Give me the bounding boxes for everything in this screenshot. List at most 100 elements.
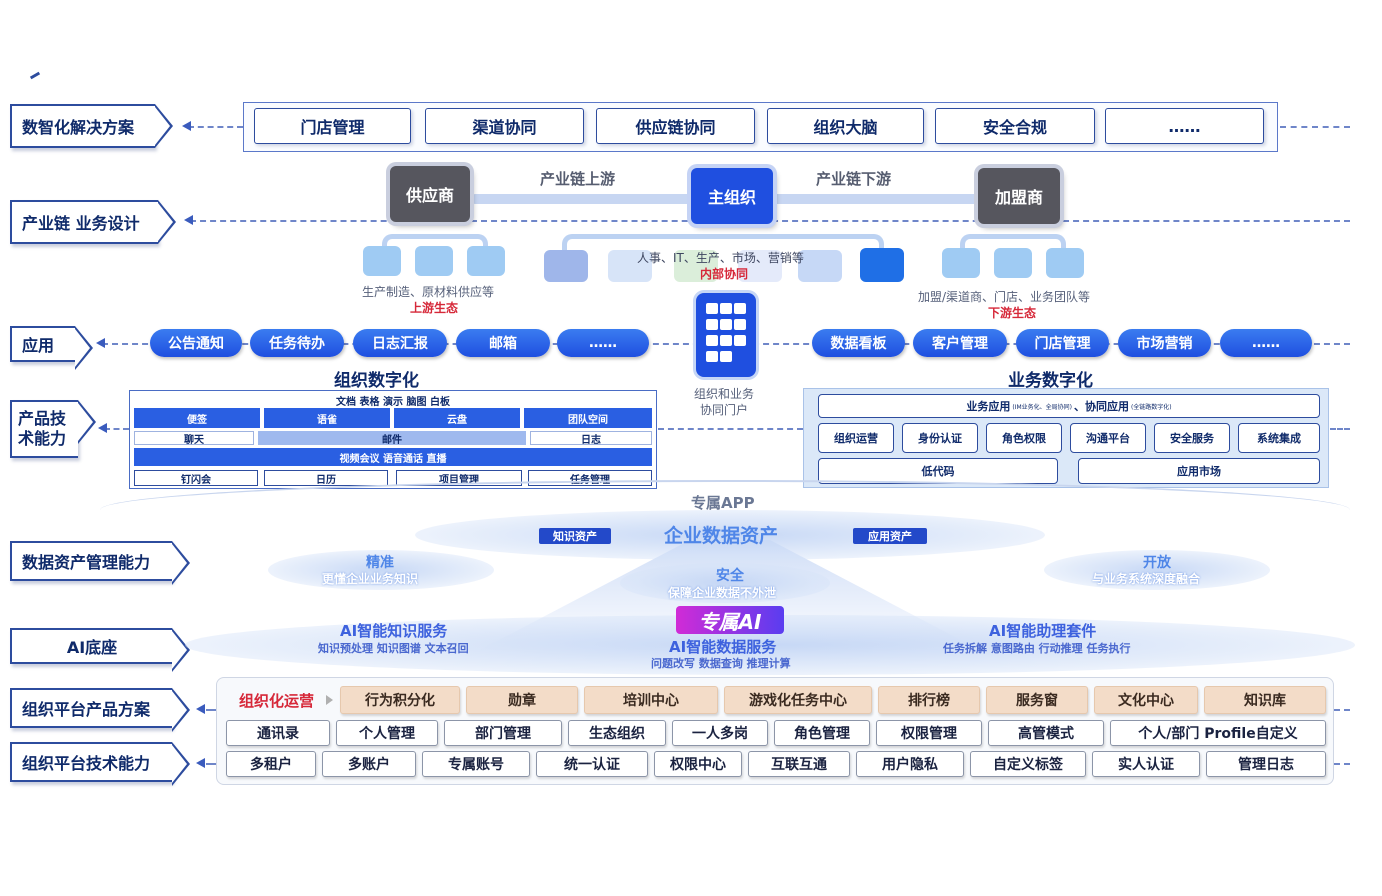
dash-line-platform (206, 709, 216, 711)
biz-org-operation: 组织运营 (818, 423, 894, 453)
biz-security-service: 安全服务 (1154, 423, 1230, 453)
dash-line-product-tech (104, 428, 129, 430)
dash-line-solution (188, 126, 243, 128)
prod-exec-mode: 高管模式 (988, 720, 1104, 746)
downstream-label: 产业链下游 (816, 170, 892, 188)
franchise-node: 加盟商 (978, 168, 1060, 224)
internal-node-6 (860, 248, 904, 282)
internal-node-5 (798, 250, 842, 282)
upstream-tree-line (382, 234, 488, 254)
tech-real-name: 实人认证 (1092, 751, 1200, 777)
app-todo: 任务待办 (250, 329, 344, 357)
internal-desc: 人事、IT、生产、市场、营销等 (637, 251, 804, 265)
ai-data-desc: 问题改写 数据查询 推理计算 (651, 657, 791, 670)
app-marketing: 市场营销 (1118, 329, 1211, 357)
tech-unified-auth: 统一认证 (536, 751, 648, 777)
exclusive-ai-badge: 专属AI (676, 606, 784, 634)
ai-knowledge-title: AI智能知识服务 (340, 622, 448, 640)
org-cell-cloud: 云盘 (394, 408, 520, 428)
upstream-node-3 (467, 246, 505, 276)
corner-mark (29, 71, 41, 80)
supplier-node: 供应商 (390, 166, 470, 222)
app-log-report: 日志汇报 (353, 329, 447, 357)
upstream-desc: 生产制造、原材料供应等 (362, 285, 495, 299)
downstream-tree-line (960, 234, 1066, 254)
arrow-platform (196, 704, 205, 714)
solution-security: 安全合规 (935, 108, 1095, 144)
app-store: 门店管理 (1016, 329, 1109, 357)
upstream-node-2 (415, 246, 453, 276)
portal-label-1: 组织和业务 (694, 387, 755, 401)
downstream-node-3 (1046, 248, 1084, 278)
ai-assistant-title: AI智能助理套件 (989, 622, 1097, 640)
operation-arrow-icon (326, 695, 333, 705)
op-behavior-points: 行为积分化 (340, 686, 460, 714)
prod-personal: 个人管理 (336, 720, 438, 746)
open-ellipse (1044, 550, 1270, 590)
solution-org-brain: 组织大脑 (767, 108, 924, 144)
org-digital-title: 组织数字化 (334, 371, 419, 391)
tech-multi-tenant: 多租户 (226, 751, 316, 777)
tech-mgmt-log: 管理日志 (1206, 751, 1326, 777)
org-cell-dingshan: 钉闪会 (134, 470, 258, 486)
tech-custom-tags: 自定义标签 (970, 751, 1086, 777)
upstream-node-1 (363, 246, 401, 276)
prod-eco-org: 生态组织 (568, 720, 666, 746)
solution-supply-chain: 供应链协同 (596, 108, 755, 144)
open-title: 开放 (1143, 555, 1171, 571)
portal-phone-icon (696, 293, 756, 377)
dash-line-solution-right (1280, 126, 1350, 128)
biz-app-market: 应用市场 (1078, 458, 1320, 484)
org-cell-mail: 邮件 (258, 431, 526, 446)
op-knowledge-base: 知识库 (1204, 686, 1326, 714)
enterprise-asset-ellipse (415, 510, 1045, 560)
precise-desc: 更懂企业业务知识 (322, 572, 419, 586)
downstream-desc: 加盟/渠道商、门店、业务团队等 (918, 290, 1091, 304)
downstream-node-1 (942, 248, 980, 278)
dash-line-product-tech-mid (658, 428, 803, 430)
org-digital-panel: 文档 表格 演示 脑图 白板 便签 语雀 云盘 团队空间 聊天 邮件 日志 视频… (129, 390, 657, 489)
arrow-platform-tech (196, 758, 205, 768)
internal-node-3 (674, 250, 718, 282)
op-medal: 勋章 (466, 686, 578, 714)
ai-data-title: AI智能数据服务 (669, 638, 777, 656)
downstream-eco: 下游生态 (988, 306, 1037, 320)
solution-channel-collab: 渠道协同 (425, 108, 584, 144)
arrow-industry (184, 215, 193, 225)
row-label-platform-product: 组织平台产品方案 (10, 688, 190, 732)
row-label-solution: 数智化解决方案 (10, 104, 173, 148)
row-label-data-asset: 数据资产管理能力 (10, 541, 190, 585)
app-right-more: …… (1220, 329, 1312, 357)
biz-role-permission: 角色权限 (986, 423, 1062, 453)
tech-multi-account: 多账户 (322, 751, 416, 777)
org-cell-log: 日志 (530, 431, 652, 446)
op-service-window: 服务窗 (986, 686, 1088, 714)
op-leaderboard: 排行榜 (878, 686, 980, 714)
dash-line-platform-right (1334, 709, 1350, 711)
app-customer: 客户管理 (913, 329, 1007, 357)
prod-department: 部门管理 (444, 720, 562, 746)
org-cell-video: 视频会议 语音通话 直播 (134, 448, 652, 466)
biz-digital-title: 业务数字化 (1008, 371, 1093, 391)
solution-more: …… (1105, 108, 1264, 144)
prod-profile-custom: 个人/部门 Profile自定义 (1110, 720, 1326, 746)
row-label-product-tech: 产品技术能力 (10, 400, 96, 458)
tech-interconnect: 互联互通 (748, 751, 850, 777)
open-desc: 与业务系统深度融合 (1092, 572, 1201, 586)
tech-permission-center: 权限中心 (654, 751, 742, 777)
biz-identity: 身份认证 (902, 423, 978, 453)
row-label-ai-base: AI底座 (10, 628, 190, 672)
prod-multi-post: 一人多岗 (672, 720, 768, 746)
portal-label-2: 协同门户 (700, 403, 749, 417)
internal-tree-line (562, 234, 884, 256)
platform-curve (100, 480, 1350, 540)
ai-knowledge-desc: 知识预处理 知识图谱 文本召回 (318, 642, 469, 655)
internal-node-2 (608, 250, 652, 282)
operation-label: 组织化运营 (239, 692, 315, 710)
secure-title: 安全 (716, 568, 744, 584)
app-left-more: …… (557, 329, 649, 357)
org-cell-chat: 聊天 (134, 431, 254, 446)
arrow-solution (182, 121, 191, 131)
arrow-product-tech (98, 423, 107, 433)
app-announcement: 公告通知 (150, 329, 242, 357)
